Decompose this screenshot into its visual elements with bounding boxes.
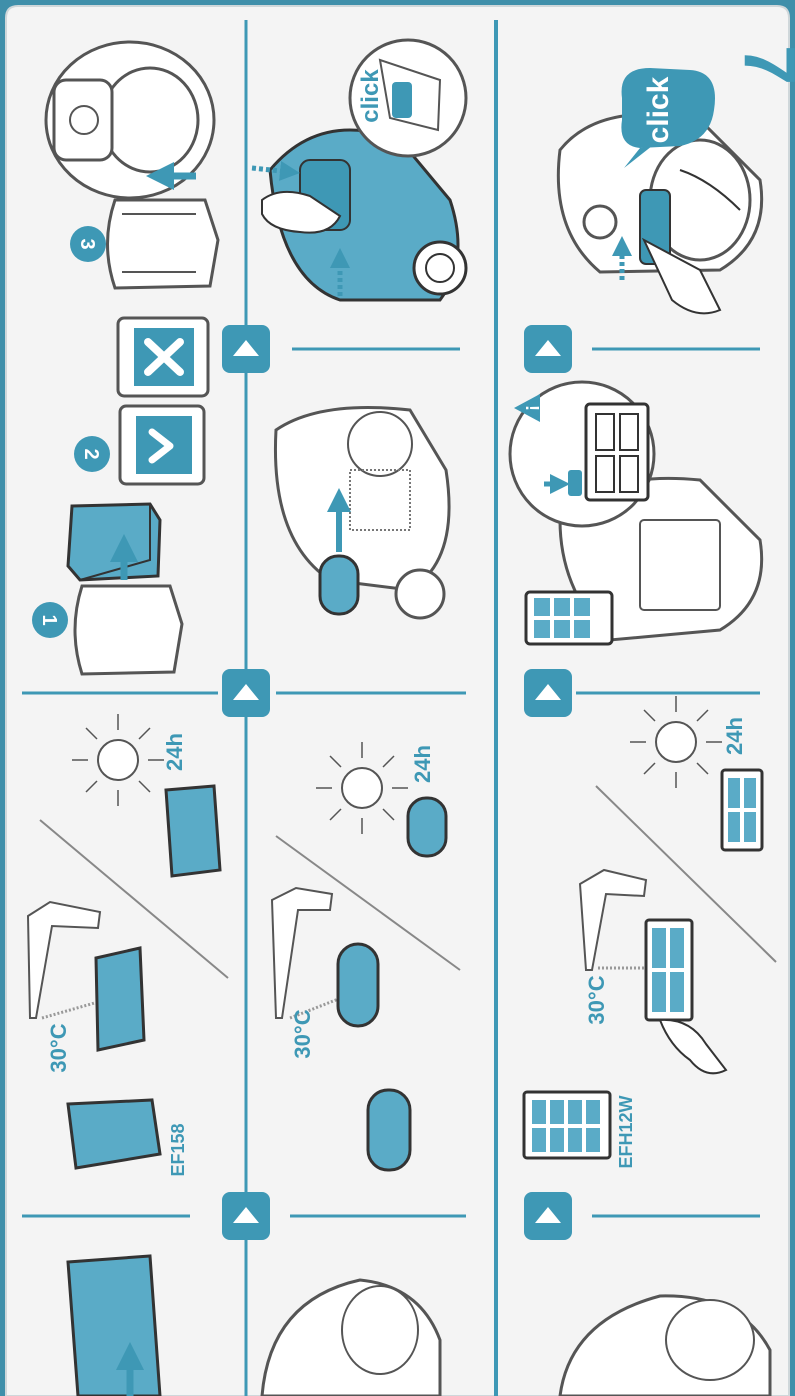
cylinder-filter (368, 1090, 410, 1170)
foam-filter-drying (166, 786, 220, 876)
drying-time-label: 24h (410, 745, 435, 783)
next-step-marker (222, 669, 270, 717)
step-2-badge: 2 (74, 436, 110, 472)
filter-case-closed (75, 586, 182, 674)
step-3-badge: 3 (70, 226, 106, 262)
step-1-badge: 1 (32, 602, 68, 638)
click-label: click (642, 76, 675, 143)
foam-filter-washing (96, 948, 144, 1050)
svg-text:3: 3 (76, 238, 98, 249)
hepa-filter-efh12w (524, 1092, 610, 1158)
drying-time-label: 24h (162, 733, 187, 771)
drying-time-label: 24h (722, 717, 747, 755)
svg-text:!: ! (522, 405, 542, 411)
hepa-filter (526, 592, 612, 644)
foam-filter-ef158 (68, 1100, 160, 1168)
click-label: click (357, 69, 384, 123)
temperature-label: 30°C (290, 1009, 315, 1058)
wrong-position-filter (118, 318, 208, 396)
foam-filter (68, 504, 160, 580)
click-detail-callout: click (350, 40, 466, 156)
temperature-label: 30°C (584, 975, 609, 1024)
filter-model-label: EFH12W (616, 1095, 636, 1168)
filter-model-label: EF158 (168, 1123, 188, 1176)
correct-position-filter (120, 406, 204, 484)
temperature-label: 30°C (46, 1023, 71, 1072)
next-step-marker (524, 325, 572, 373)
svg-text:2: 2 (80, 448, 102, 459)
hepa-filter-washing (646, 920, 692, 1020)
filter-case-open (108, 200, 219, 288)
next-step-marker (222, 1192, 270, 1240)
next-step-marker (524, 669, 572, 717)
page-number: 7 (729, 45, 795, 85)
next-step-marker (524, 1192, 572, 1240)
next-step-marker (222, 325, 270, 373)
cylinder-filter (320, 556, 358, 614)
cylinder-filter-washing (338, 944, 378, 1026)
hepa-filter-drying (722, 770, 762, 850)
cylinder-filter-drying (408, 798, 446, 856)
svg-text:1: 1 (38, 614, 60, 625)
foam-filter-bottom (68, 1256, 160, 1396)
